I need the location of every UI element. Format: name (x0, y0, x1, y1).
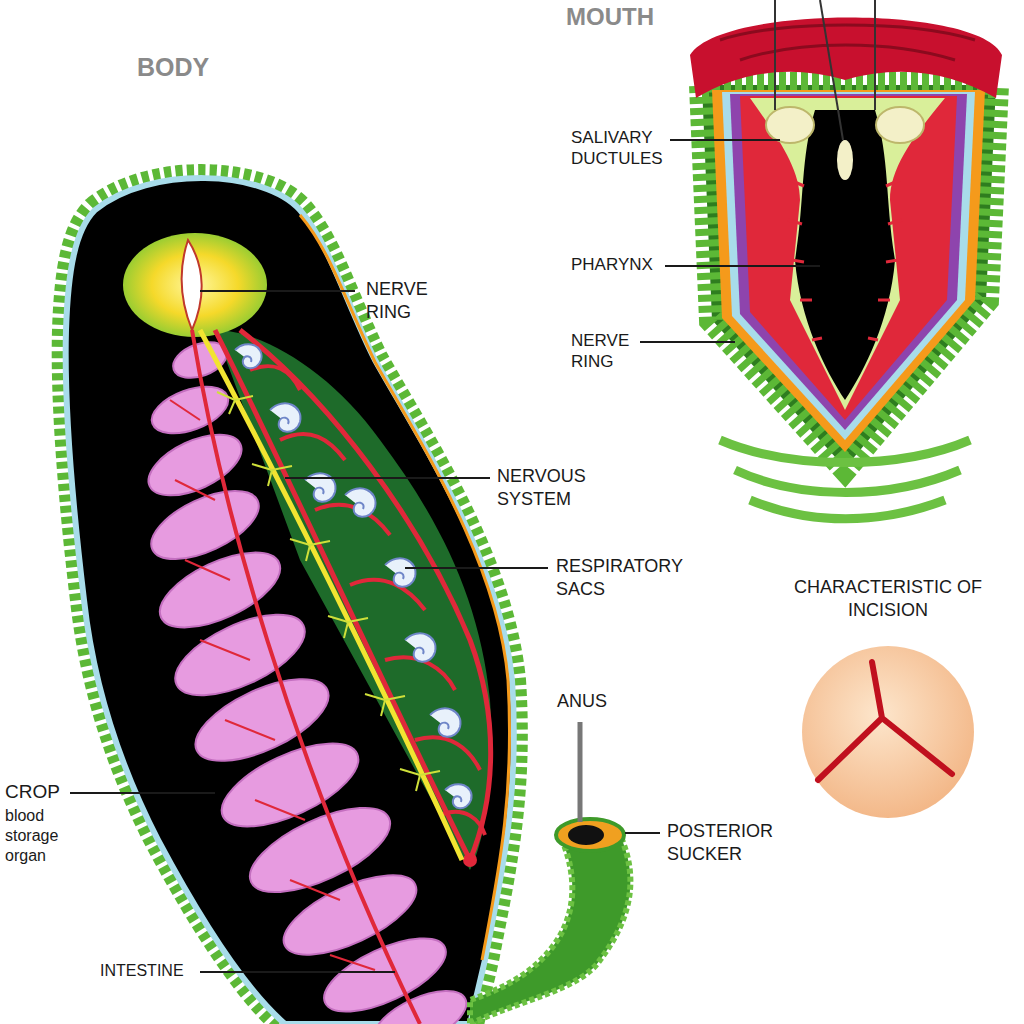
part-label: POSTERIOR SUCKER (667, 820, 787, 865)
section-heading: MOUTH (566, 2, 706, 32)
leader-lines (70, 140, 820, 972)
part-note: blood storage organ (5, 806, 67, 866)
posterior-sucker (470, 819, 630, 1024)
part-label: PHARYNX (571, 254, 663, 275)
part-label: SALIVARY DUCTULES (571, 127, 667, 170)
part-label: INTESTINE (100, 961, 200, 981)
figure-caption: CHARACTERISTIC OF INCISION (790, 576, 986, 621)
part-label: RESPIRATORY SACS (556, 555, 706, 600)
part-label: NERVE RING (571, 330, 637, 373)
part-label: ANUS (557, 690, 627, 713)
part-label: NERVE RING (366, 278, 446, 323)
incision-mark (802, 646, 974, 818)
part-label: CROP (5, 780, 65, 804)
part-label: NERVOUS SYSTEM (497, 465, 607, 510)
section-heading: BODY (137, 52, 257, 83)
mouth-section (690, 0, 1002, 519)
anus-pointer (578, 722, 583, 822)
leech-body (66, 178, 514, 1024)
